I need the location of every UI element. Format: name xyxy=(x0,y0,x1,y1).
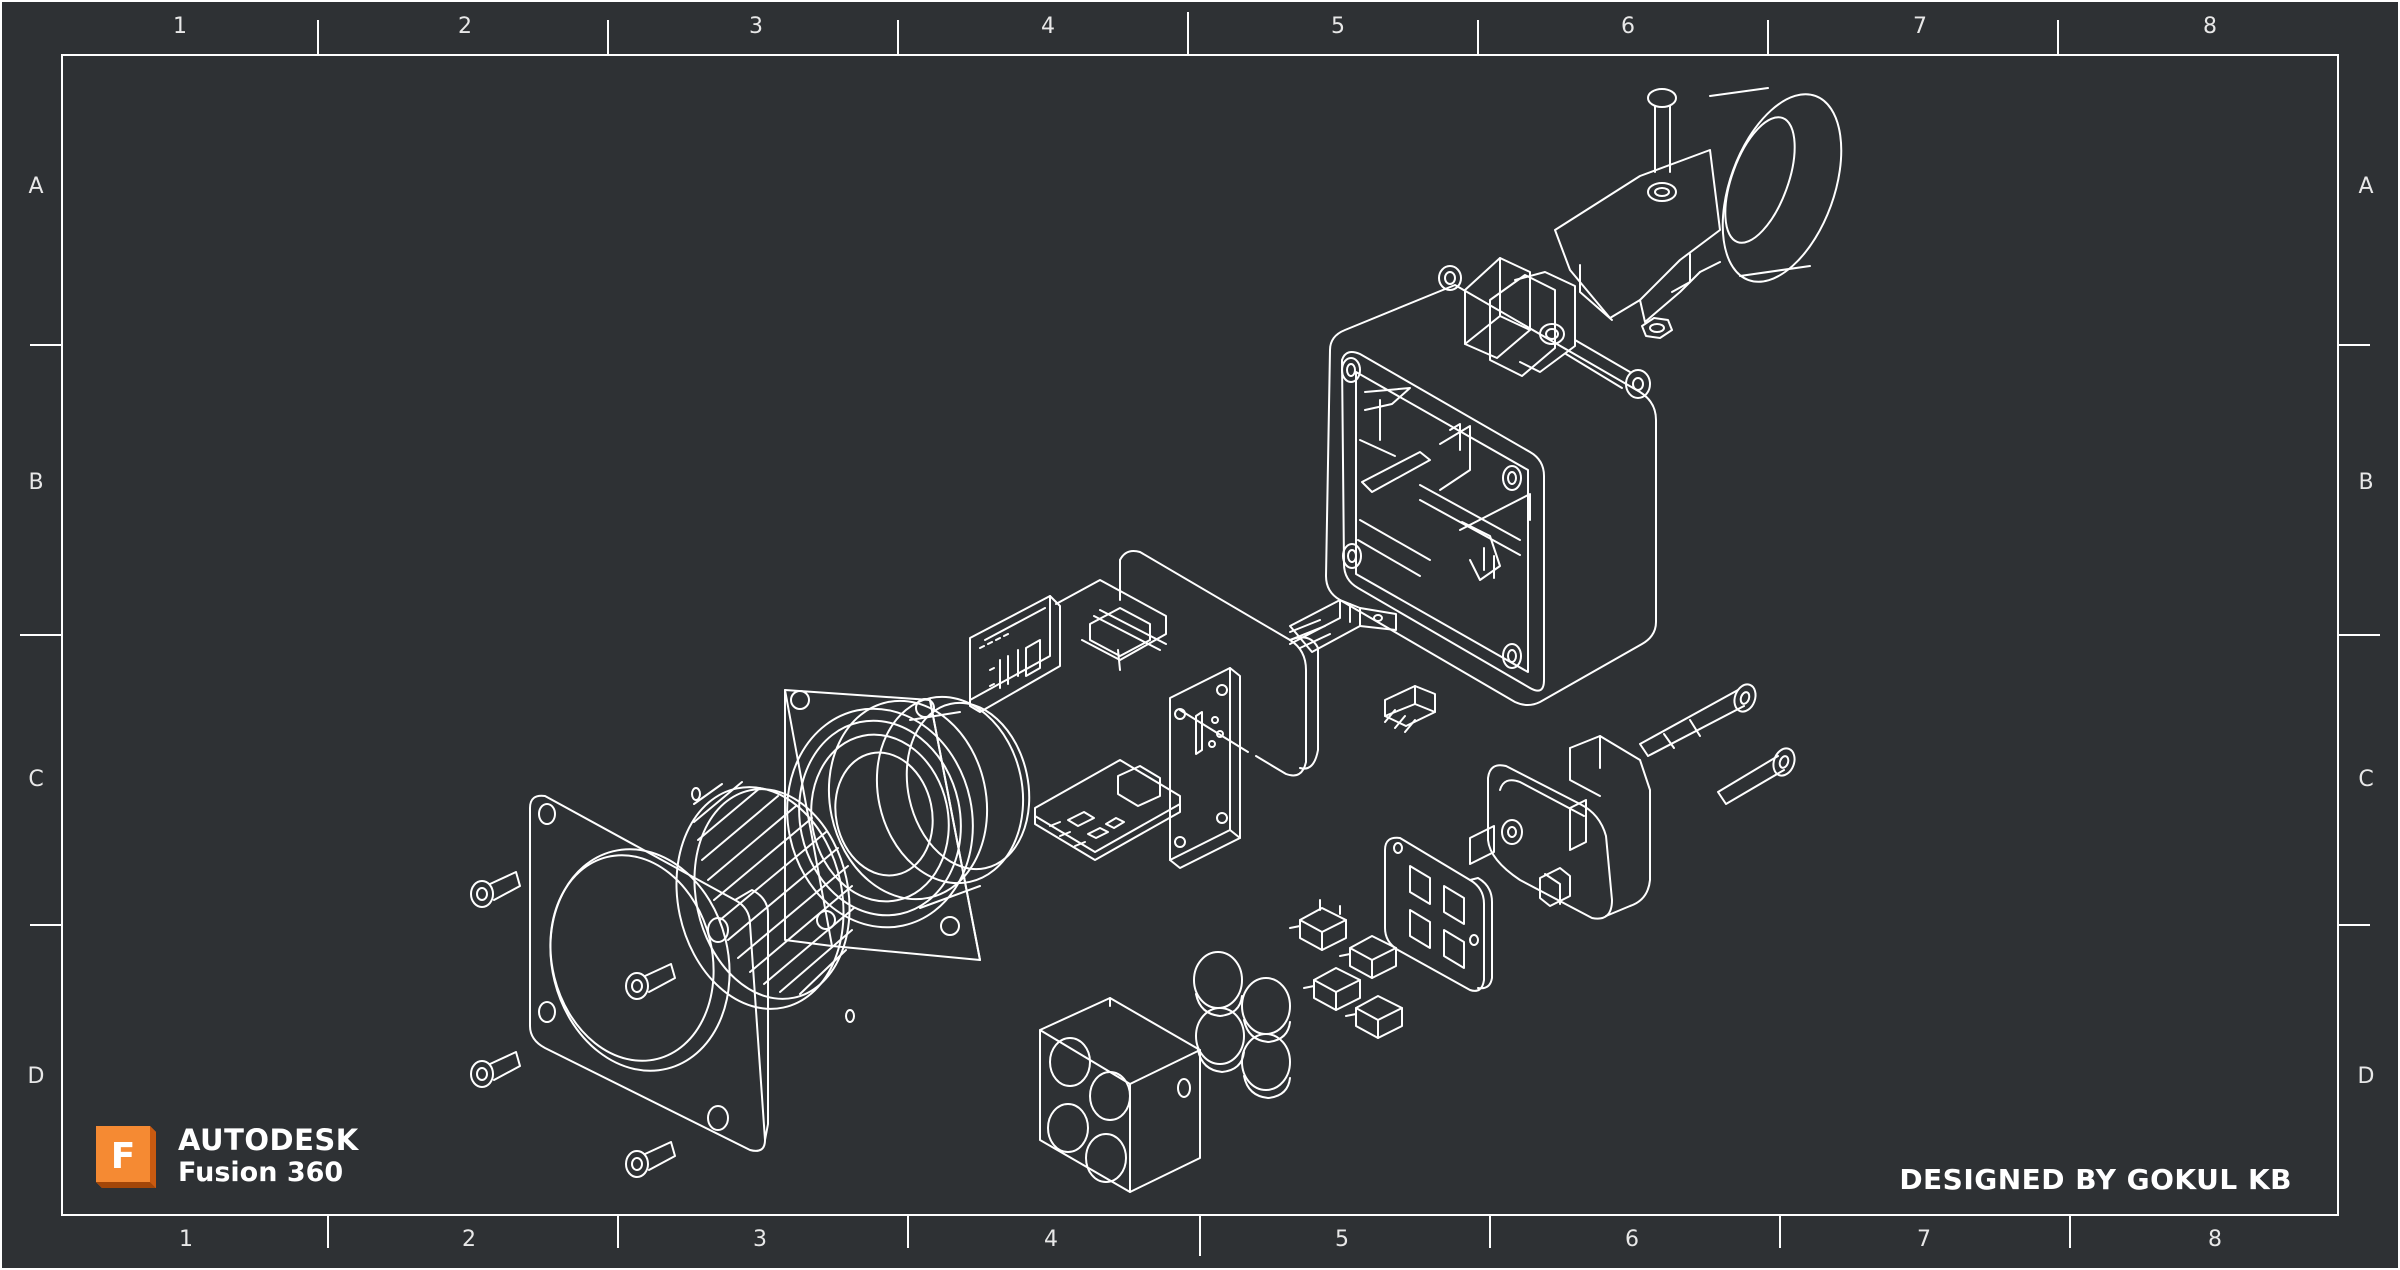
zone-label-top-8: 8 xyxy=(2203,14,2217,39)
bluetooth-module xyxy=(970,580,1166,712)
zone-label-right-C: C xyxy=(2358,767,2374,792)
zone-label-bottom-7: 7 xyxy=(1917,1227,1931,1252)
zone-label-top-1: 1 xyxy=(173,14,187,39)
zone-label-top-7: 7 xyxy=(1913,14,1927,39)
button-housing xyxy=(1040,998,1200,1192)
zone-label-bottom-2: 2 xyxy=(462,1227,476,1252)
wire-connector xyxy=(1290,600,1396,652)
button-caps xyxy=(1194,952,1290,1098)
front-faceplate xyxy=(528,796,768,1151)
speaker-driver xyxy=(767,683,1044,960)
faceplate-screws xyxy=(471,872,675,1177)
zone-label-left-A: A xyxy=(28,174,44,199)
main-enclosure xyxy=(1326,285,1656,705)
controller-pcb xyxy=(1170,668,1240,868)
zone-label-bottom-1: 1 xyxy=(179,1227,193,1252)
zone-label-bottom-3: 3 xyxy=(753,1227,767,1252)
rear-bolts xyxy=(1640,681,1798,804)
tactile-switches xyxy=(1290,900,1402,1038)
header-pins xyxy=(1385,686,1435,732)
zone-label-bottom-5: 5 xyxy=(1335,1227,1349,1252)
zone-label-left-C: C xyxy=(28,767,44,792)
fusion360-logo: F AUTODESK Fusion 360 xyxy=(88,1120,359,1192)
zone-label-bottom-6: 6 xyxy=(1625,1227,1639,1252)
zone-label-right-D: D xyxy=(2357,1064,2375,1089)
hex-nut xyxy=(1642,318,1672,338)
designer-credit: DESIGNED BY GOKUL KB xyxy=(1899,1163,2292,1196)
zone-label-left-B: B xyxy=(28,470,44,495)
rear-cover xyxy=(1470,736,1650,919)
zone-label-top-6: 6 xyxy=(1621,14,1635,39)
battery-cell xyxy=(1118,551,1318,776)
clamp-spacers xyxy=(1439,258,1650,398)
zone-label-left-D: D xyxy=(27,1064,45,1089)
zone-label-bottom-4: 4 xyxy=(1044,1227,1058,1252)
switch-frame xyxy=(1385,838,1492,991)
zone-label-bottom-8: 8 xyxy=(2208,1227,2222,1252)
usb-charging-board xyxy=(1035,760,1180,860)
zone-label-top-3: 3 xyxy=(749,14,763,39)
zone-label-top-4: 4 xyxy=(1041,14,1055,39)
zone-label-top-2: 2 xyxy=(458,14,472,39)
zone-label-right-A: A xyxy=(2358,174,2374,199)
brand-name: AUTODESK xyxy=(178,1123,359,1157)
product-name: Fusion 360 xyxy=(178,1157,344,1188)
fusion-cube-icon: F xyxy=(88,1120,160,1192)
handlebar-clamp xyxy=(1555,78,1864,322)
zone-label-right-B: B xyxy=(2358,470,2374,495)
speaker-grill xyxy=(657,771,869,1024)
zone-label-top-5: 5 xyxy=(1331,14,1345,39)
logo-letter: F xyxy=(111,1136,136,1177)
